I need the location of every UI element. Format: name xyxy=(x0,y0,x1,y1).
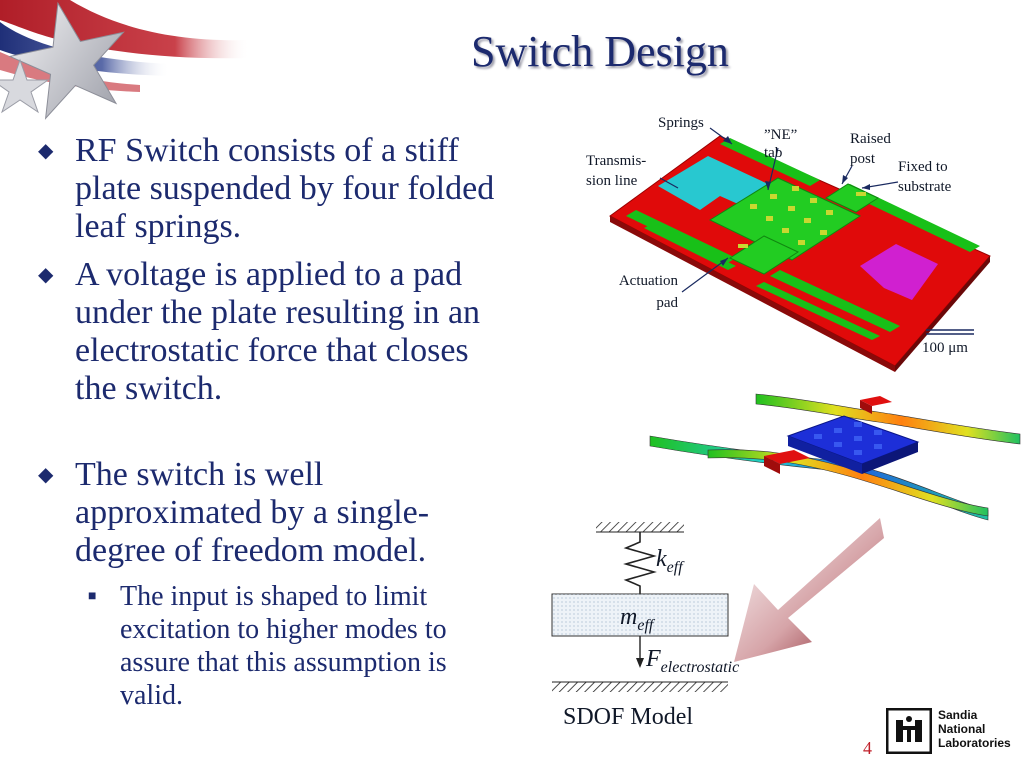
logo-line-1: Sandia xyxy=(938,708,978,722)
k-eff-sub: eff xyxy=(666,558,683,576)
flag-star-decoration xyxy=(0,0,250,120)
switch-layout-diagram xyxy=(609,127,991,372)
mode-shape-render xyxy=(649,393,1021,521)
page-number: 4 xyxy=(863,738,872,758)
label-transmission-line2: sion line xyxy=(586,173,638,189)
sub-bullet-text-1: The input is shaped to limit excitation … xyxy=(120,581,447,711)
scale-bar-label: 100 μm xyxy=(922,340,968,356)
logo-line-3: Laboratories xyxy=(938,736,1011,750)
logo-line-2: National xyxy=(938,722,986,736)
thunderbird-logo-icon xyxy=(886,708,932,754)
m-eff-main: m xyxy=(620,604,638,630)
m-eff-label: meff xyxy=(620,604,653,639)
slide-title: Switch Design xyxy=(471,27,729,76)
diamond-bullet-icon: ◆ xyxy=(38,140,54,162)
label-fixed-line1: Fixed to xyxy=(898,159,948,175)
label-actuation-line1: Actuation xyxy=(618,273,678,289)
logo-text: Sandia National Laboratories xyxy=(938,708,1011,750)
label-actuation-line2: pad xyxy=(656,295,678,311)
diamond-bullet-icon: ◆ xyxy=(38,264,54,286)
f-sub: electrostatic xyxy=(660,658,740,676)
m-eff-sub: eff xyxy=(637,616,654,634)
bullet-text-1: RF Switch consists of a stiff plate susp… xyxy=(75,132,495,245)
sdof-model-diagram xyxy=(551,522,729,692)
label-fixed-line2: substrate xyxy=(898,179,952,195)
bullet-text-2: A voltage is applied to a pad under the … xyxy=(75,256,481,407)
square-bullet-icon: ■ xyxy=(88,589,97,604)
sub-bullet-item-1: ■ The input is shaped to limit excitatio… xyxy=(88,580,508,712)
label-transmission-line1: Transmis- xyxy=(586,153,647,169)
k-eff-main: k xyxy=(656,546,667,572)
sdof-caption: SDOF Model xyxy=(563,704,694,730)
bullet-text-3: The switch is well approximated by a sin… xyxy=(75,456,430,569)
label-springs: Springs xyxy=(658,115,704,131)
f-main: F xyxy=(646,646,661,672)
k-eff-label: keff xyxy=(656,546,683,581)
label-raised-post-line2: post xyxy=(850,151,876,167)
bullet-item-3: ◆ The switch is well approximated by a s… xyxy=(38,456,518,570)
label-ne-tab-line1: ”NE” xyxy=(764,127,798,143)
sandia-logo: Sandia National Laboratories xyxy=(886,708,1016,760)
label-raised-post-line1: Raised xyxy=(850,131,891,147)
bullet-item-2: ◆ A voltage is applied to a pad under th… xyxy=(38,256,518,408)
bullet-item-1: ◆ RF Switch consists of a stiff plate su… xyxy=(38,132,518,246)
arrow-graphic xyxy=(734,518,884,662)
f-electrostatic-label: Felectrostatic xyxy=(646,646,739,681)
diamond-bullet-icon: ◆ xyxy=(38,464,54,486)
label-ne-tab-line2: tab xyxy=(764,145,783,161)
